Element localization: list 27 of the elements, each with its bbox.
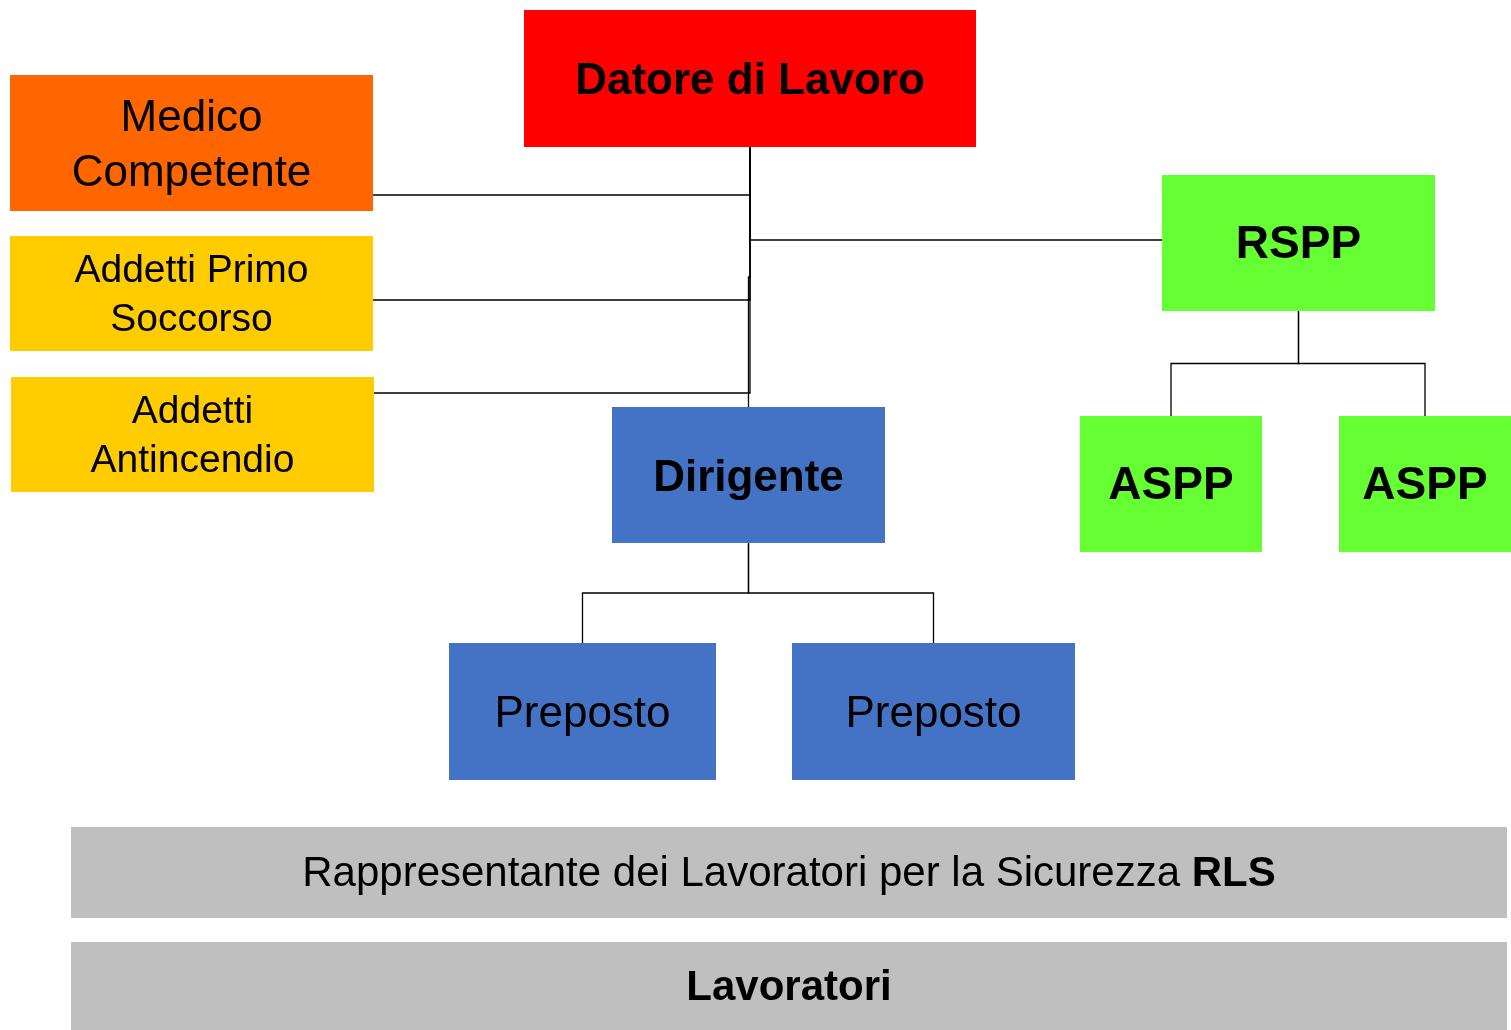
aspp-box xyxy=(1339,416,1511,552)
node-label: ASPP xyxy=(1108,456,1234,512)
node-label: Medico Competente xyxy=(70,90,313,197)
node-label: Preposto xyxy=(845,686,1022,738)
node-label: Lavoratori xyxy=(686,960,892,1011)
supervisor-box xyxy=(792,643,1075,780)
aspp-box xyxy=(1080,416,1262,552)
node-label: Addetti Antincendio xyxy=(89,386,296,482)
workers-band xyxy=(71,942,1507,1030)
representative-band xyxy=(71,827,1507,918)
role-box xyxy=(11,377,374,492)
connector-line xyxy=(747,146,751,408)
node-label: Preposto xyxy=(494,686,671,738)
node-label: ASPP xyxy=(1362,456,1488,512)
node-label: Addetti Primo Soccorso xyxy=(73,245,310,341)
role-box xyxy=(10,236,373,351)
supervisor-box xyxy=(449,643,716,780)
node-label: RSPP xyxy=(1235,215,1362,271)
manager-box xyxy=(612,407,885,543)
role-box xyxy=(10,75,373,211)
node-label: Rappresentante dei Lavoratori per la Sicurezza RLS xyxy=(302,847,1276,898)
connector-line xyxy=(747,542,935,644)
node-label: Datore di Lavoro xyxy=(575,53,925,105)
employer-box xyxy=(524,10,976,147)
node-label: Dirigente xyxy=(653,449,844,502)
rspp-box xyxy=(1162,175,1435,311)
connector-line xyxy=(1297,310,1426,417)
